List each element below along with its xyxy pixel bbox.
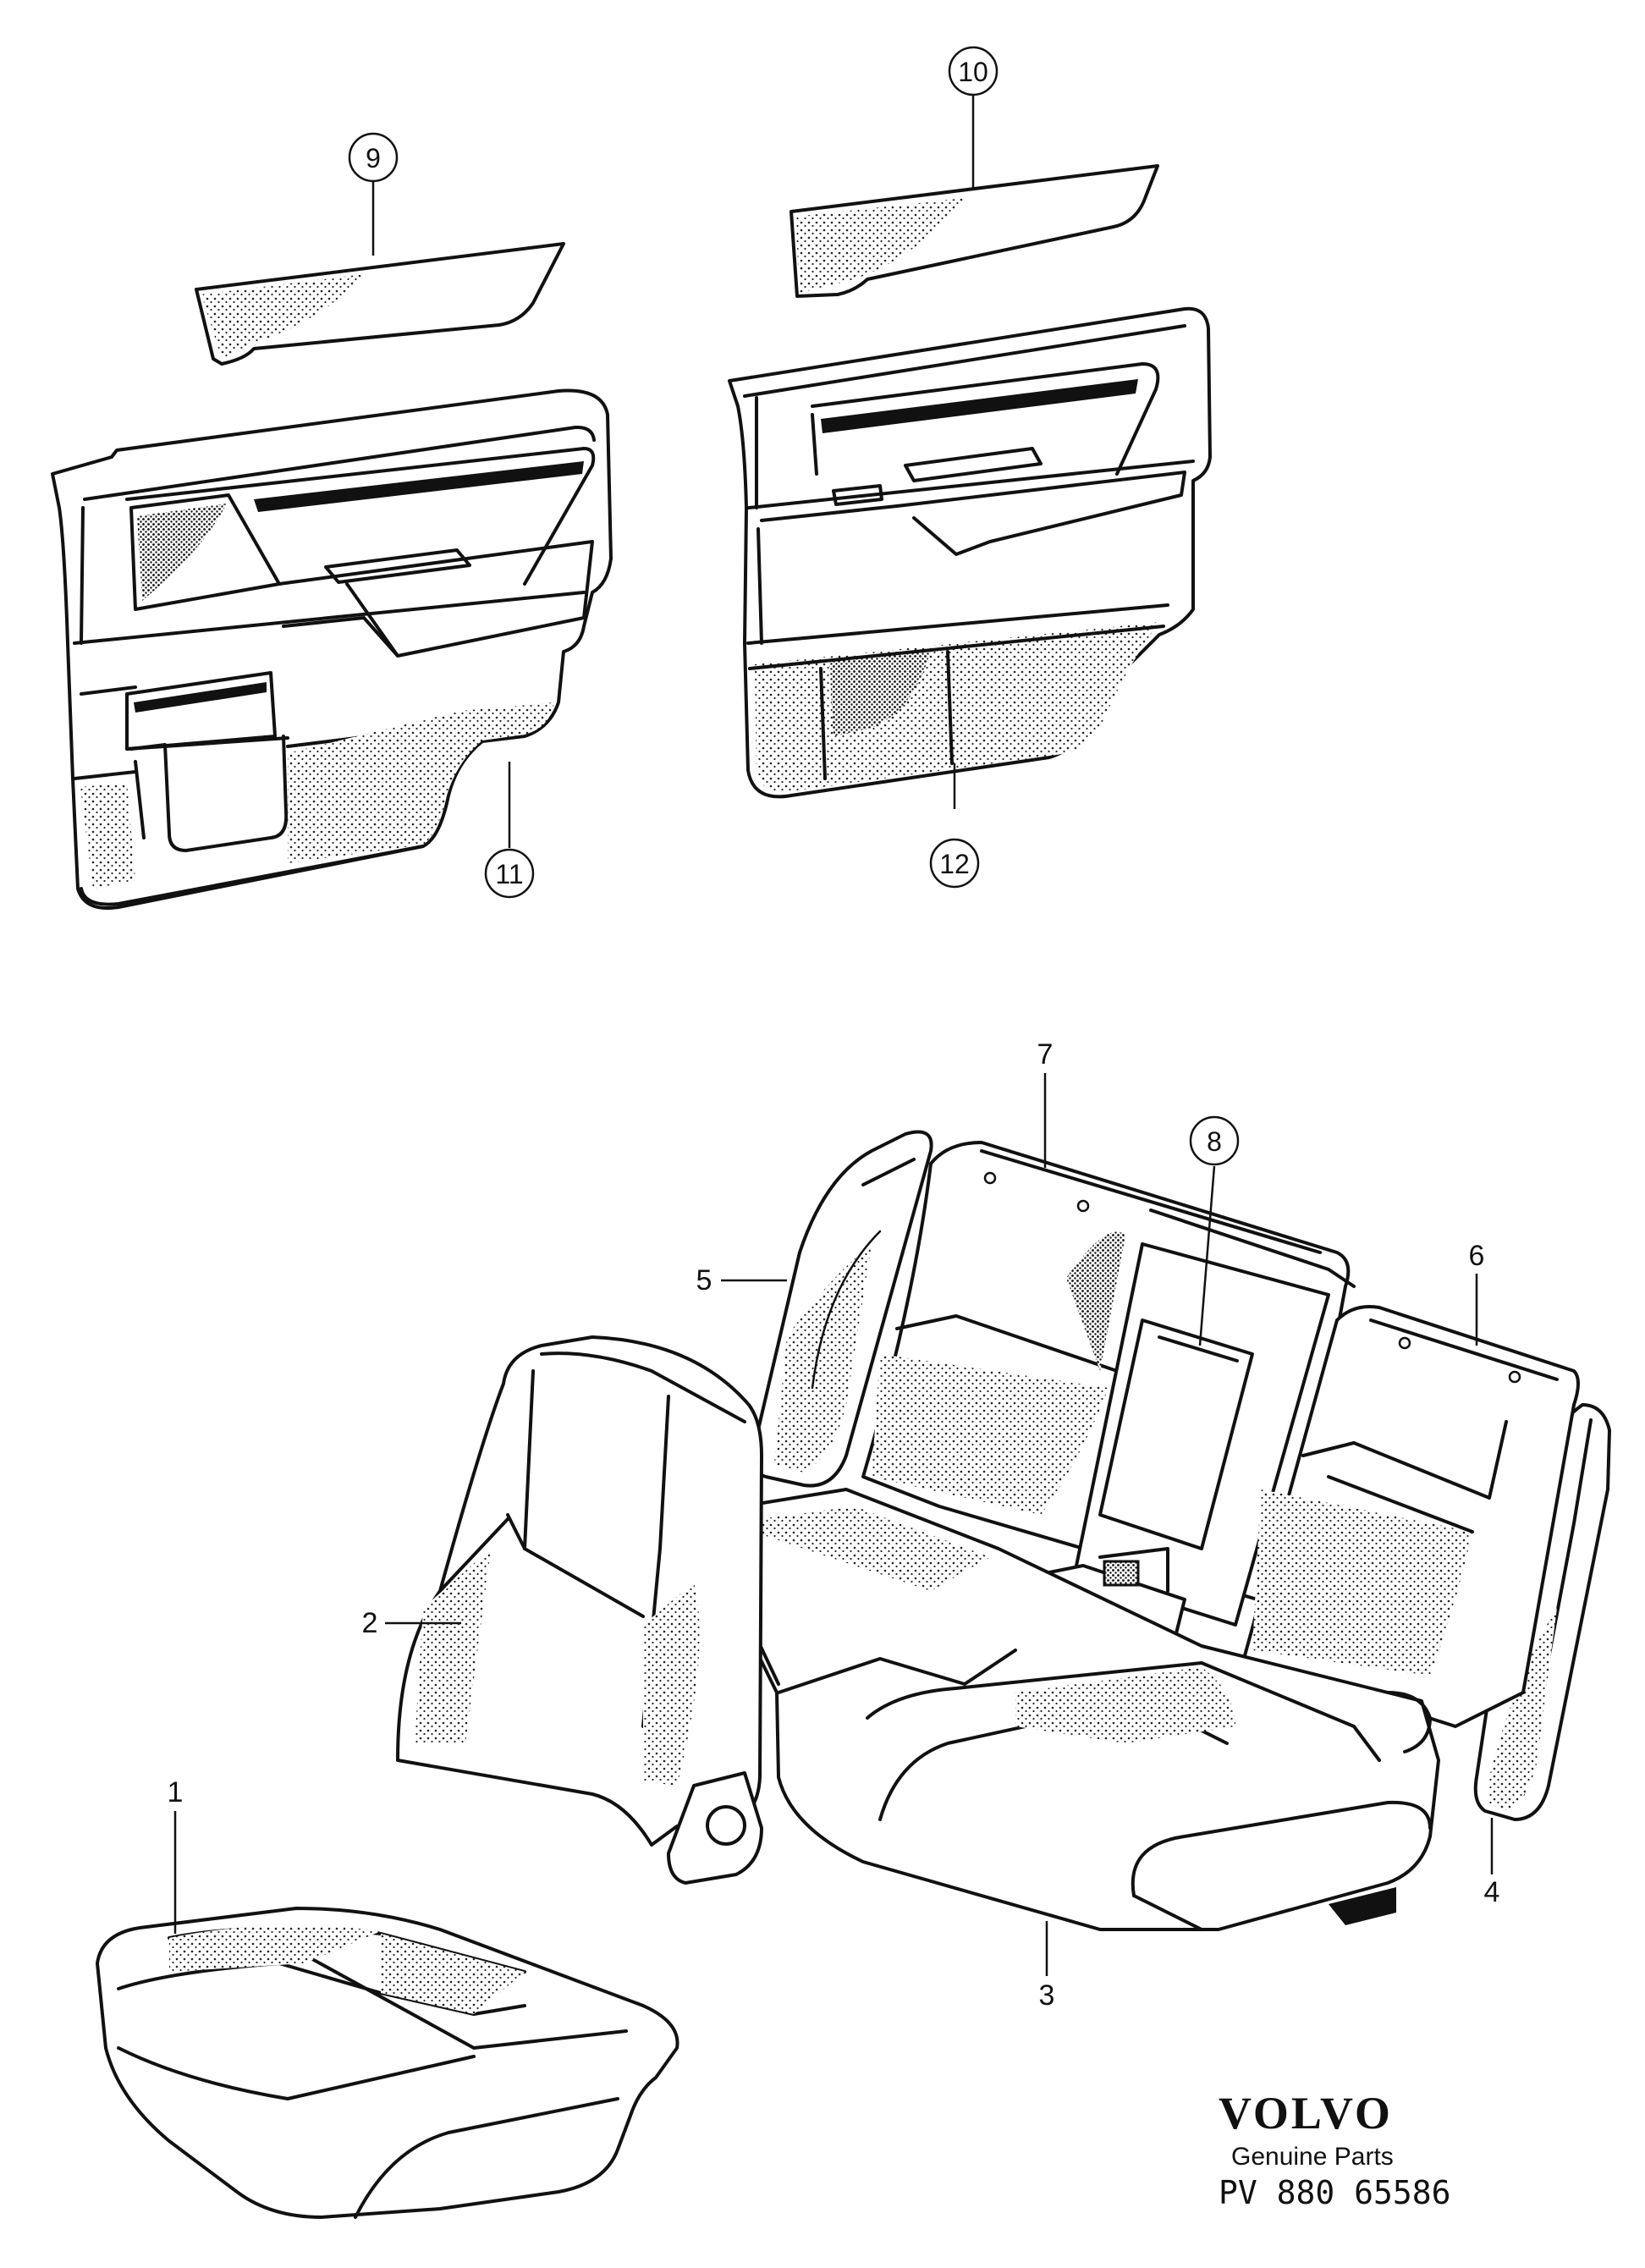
callout-label-1: 1 [168,1776,184,1808]
callout-label-9: 9 [366,143,381,173]
part-1-front-seat-cushion [96,1907,679,2219]
part-11-door-panel-left [51,388,613,910]
callout-label-12: 12 [939,849,970,879]
callout-label-2: 2 [362,1607,378,1639]
part-2-front-backrest [396,1335,763,1885]
callout-label-4: 4 [1484,1876,1500,1908]
part-9-armrest-pad-left [195,242,565,366]
footer-brand-block: VOLVO Genuine Parts PV 880 65586 [1219,2088,1451,2211]
callout-label-8: 8 [1207,1126,1222,1157]
brand-subtitle: Genuine Parts [1231,2143,1394,2171]
part-3-rear-seat-cushion [688,1488,1440,1931]
part-10-armrest-pad-right [789,164,1159,298]
callout-11: 11 [484,848,535,899]
callout-9: 9 [348,132,399,183]
callout-8: 8 [1189,1115,1240,1166]
callout-label-10: 10 [958,57,988,87]
callout-label-7: 7 [1037,1038,1054,1071]
part-12-door-panel-right [728,306,1212,799]
callout-label-3: 3 [1039,1979,1055,2012]
part-6-backrest-right [1149,1208,1580,1728]
callout-label-11: 11 [495,859,523,889]
part-number-code: PV 880 65586 [1219,2174,1451,2211]
callout-label-5: 5 [696,1264,712,1296]
brand-logo-text: VOLVO [1219,2088,1393,2139]
part-4-side-bolster-right [1473,1403,1611,1821]
part-5-side-bolster-left [751,1130,933,1488]
callout-10: 10 [948,46,999,96]
callout-label-6: 6 [1469,1240,1485,1272]
leader-lines [173,95,1494,1976]
callout-12: 12 [929,838,980,889]
